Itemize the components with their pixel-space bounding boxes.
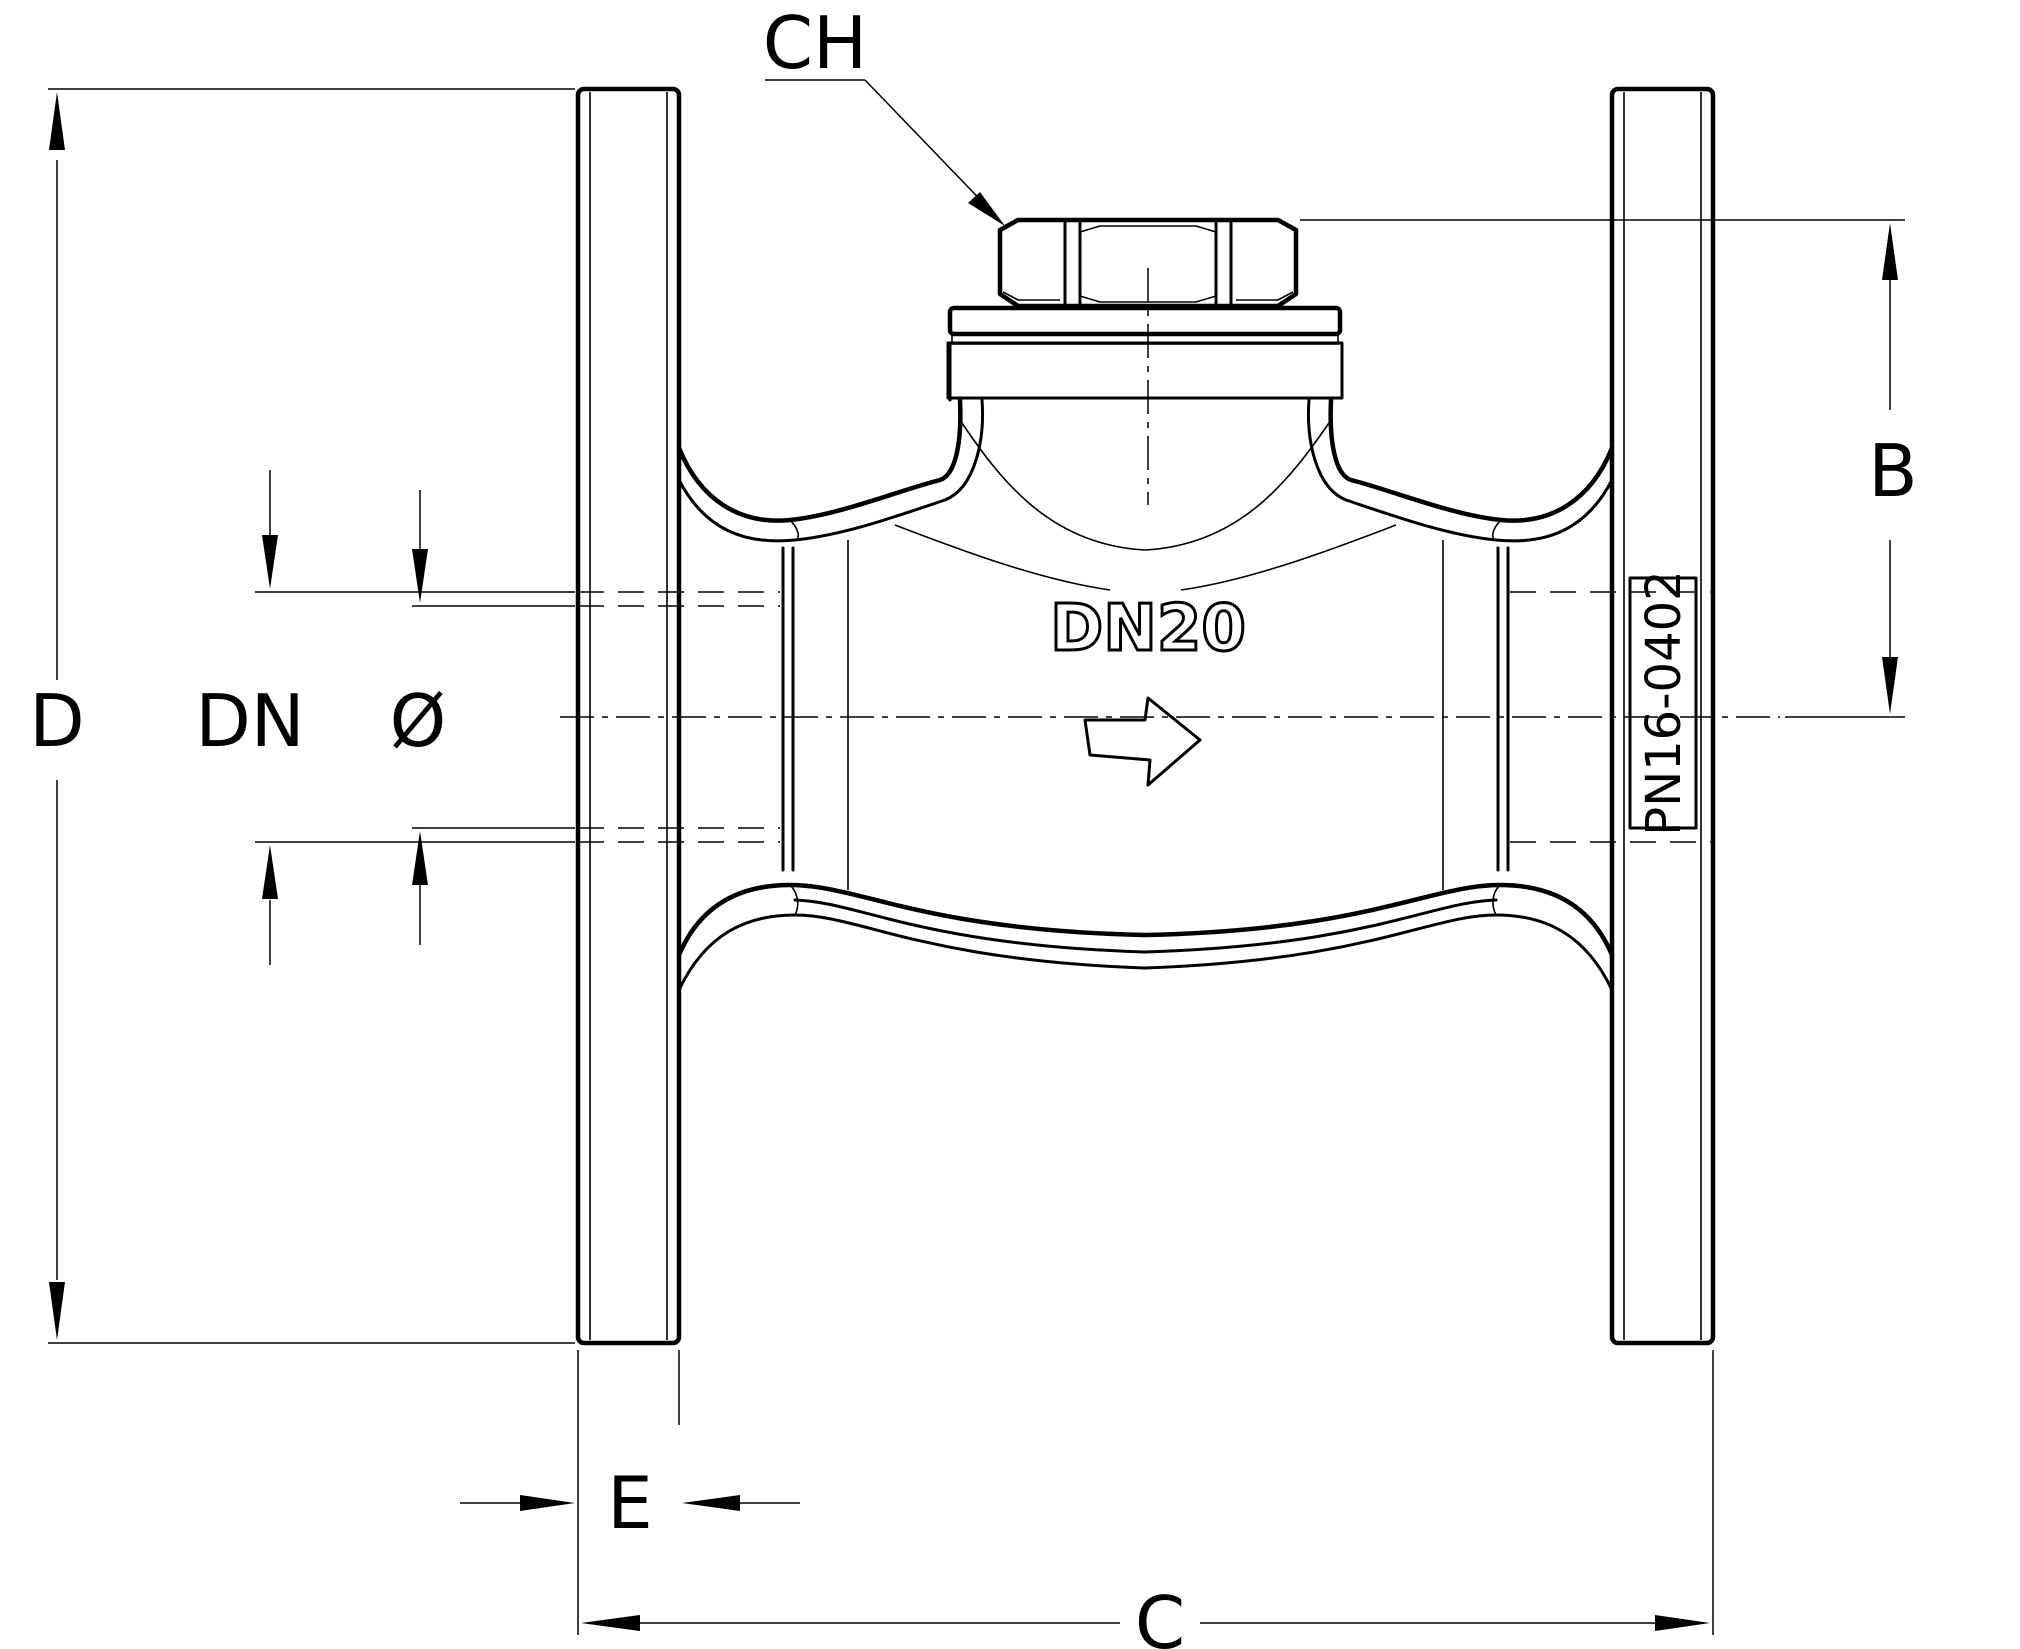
label-dia: Ø xyxy=(390,679,447,763)
flow-arrow-icon xyxy=(1083,696,1202,787)
label-e: E xyxy=(607,1461,653,1545)
right-flange xyxy=(1609,86,1716,1346)
valve-body xyxy=(676,397,1615,992)
label-c: C xyxy=(1135,1581,1185,1649)
label-ch: CH xyxy=(763,1,867,85)
pressure-plate-text: PN16-0402 xyxy=(1636,570,1692,835)
dimension-dn xyxy=(255,470,575,965)
center-lines xyxy=(560,268,1780,718)
label-dn: DN xyxy=(195,679,304,763)
label-b: B xyxy=(1868,429,1917,513)
dimension-c xyxy=(577,1350,1714,1635)
leader-ch xyxy=(765,79,1005,226)
hex-nut xyxy=(997,217,1299,309)
hidden-bore-lines xyxy=(578,591,1712,843)
pressure-plate: PN16-0402 xyxy=(1628,570,1698,836)
left-flange xyxy=(575,86,682,1346)
bonnet xyxy=(946,305,1344,402)
dimension-b xyxy=(1300,219,1905,718)
dimension-d xyxy=(48,88,575,1344)
dimension-dia xyxy=(412,490,575,945)
label-d: D xyxy=(29,679,84,763)
body-marking-size: DN20 xyxy=(1050,592,1246,666)
dimension-e xyxy=(460,1350,800,1511)
